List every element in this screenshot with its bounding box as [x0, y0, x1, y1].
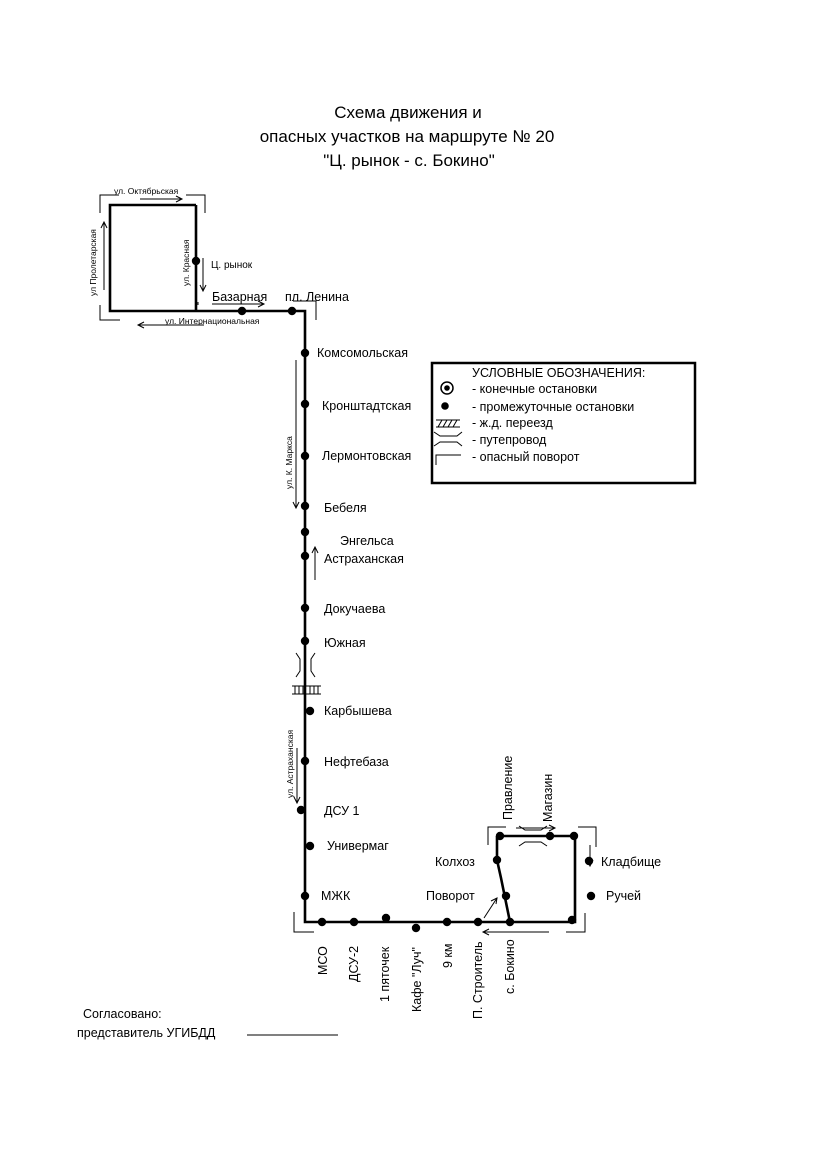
legend-frame: [430, 361, 697, 485]
dangerous-turn-icon: [99, 194, 119, 213]
stop-marker-pravlenie: [495, 831, 505, 841]
stop-label-mzhk: МЖК: [321, 889, 351, 903]
stop-label-karbysheva: Карбышева: [324, 704, 392, 718]
stop-label-p-stroitel: П. Строитель: [471, 942, 485, 1020]
street-label-astrakhanskaya: ул. Астраханская: [285, 730, 295, 798]
stop-label-neftebaza: Нефтебаза: [324, 755, 389, 769]
direction-arrows: [100, 195, 594, 936]
stop-marker-univermag: [305, 841, 315, 851]
intermediate-stop-icon: [441, 402, 449, 410]
stop-label-dsu2: ДСУ-2: [347, 946, 361, 982]
legend-label-railway: - ж.д. переезд: [472, 416, 553, 430]
stop-marker-bebelya: [300, 501, 310, 511]
dangerous-turn-icon: [578, 826, 597, 847]
dangerous-turns: [99, 194, 597, 933]
map-title-line-2: опасных участков на маршруте № 20: [260, 127, 555, 146]
stop-marker-ruchey: [586, 891, 596, 901]
stop-label-bebelya: Бебеля: [324, 501, 367, 515]
stop-marker-magazin-2: [569, 831, 579, 841]
stop-marker-lermontovskaya: [300, 451, 310, 461]
legend-label-terminal: - конечные остановки: [472, 382, 597, 396]
stop-marker-mso: [317, 917, 327, 927]
railway-crossing-icon: [436, 419, 460, 428]
dangerous-turn-icon: [99, 305, 120, 321]
stop-marker-s-bokino: [505, 917, 515, 927]
stop-label-astrakhanskaya: Астраханская: [324, 552, 404, 566]
stop-label-pravlenie: Правление: [501, 756, 515, 820]
dangerous-turn-icon: [487, 826, 506, 845]
stop-label-mso: МСО: [316, 946, 330, 975]
street-label-proletarskaya: ул Пролетарская: [88, 229, 98, 296]
stop-markers: [191, 256, 596, 933]
stop-label-komsomolskaya: Комсомольская: [317, 346, 408, 360]
stop-marker-bazarnaya: [237, 306, 247, 316]
map-title-line-3: "Ц. рынок - с. Бокино": [323, 151, 495, 170]
stop-marker-p-stroitel: [473, 917, 483, 927]
stop-marker-bokino-right: [567, 915, 577, 925]
legend-title: УСЛОВНЫЕ ОБОЗНАЧЕНИЯ:: [472, 366, 645, 380]
stop-marker-kafe-luch: [411, 923, 421, 933]
stop-label-magazin: Магазин: [541, 774, 555, 822]
stop-label-9km: 9 км: [441, 944, 455, 969]
stop-label-kladbishche: Кладбище: [601, 855, 661, 869]
stop-marker-neftebaza: [300, 756, 310, 766]
stop-label-povorot: Поворот: [426, 889, 475, 903]
terminal-stop-icon: [440, 381, 454, 395]
stop-label-dsu1: ДСУ 1: [324, 804, 359, 818]
overpass-icon: [295, 652, 316, 678]
stop-marker-komsomolskaya: [300, 348, 310, 358]
stop-label-kafe-luch: Кафе "Луч": [410, 947, 424, 1012]
stop-label-bazarnaya: Базарная: [212, 290, 267, 304]
stop-marker-kladbishche: [584, 856, 594, 866]
footer-representative: представитель УГИБДД: [77, 1026, 216, 1040]
footer-agreed: Согласовано:: [83, 1007, 162, 1021]
legend-label-overpass: - путепровод: [472, 433, 547, 447]
stop-marker-pyatochek: [381, 913, 391, 923]
stop-marker-kronshtadtskaya: [300, 399, 310, 409]
stop-label-dokuchaeva: Докучаева: [324, 602, 385, 616]
overpass-icon: [433, 431, 463, 447]
stop-marker-pl-lenina: [287, 306, 297, 316]
dangerous-turn-icon: [566, 913, 586, 933]
railway-crossing-icon: [292, 685, 321, 695]
stop-label-kronshtadtskaya: Кронштадтская: [322, 399, 411, 413]
stop-marker-magazin: [545, 831, 555, 841]
stop-marker-ts-rynok: [191, 256, 201, 266]
stop-marker-povorot: [501, 891, 511, 901]
stop-label-s-bokino: с. Бокино: [503, 939, 517, 994]
street-label-k-marksa: ул. К. Маркса: [284, 436, 294, 489]
street-label-oktyabrskaya: ул. Октябрьская: [114, 186, 179, 196]
stop-label-pl-lenina: пл. Ленина: [285, 290, 349, 304]
stop-marker-9km: [442, 917, 452, 927]
dangerous-turn-icon: [293, 300, 317, 320]
overpass-icon: [518, 825, 548, 847]
dangerous-turn-icon: [186, 194, 206, 213]
stop-marker-mzhk: [300, 891, 310, 901]
stop-marker-kolkhoz: [492, 855, 502, 865]
map-title-line-1: Схема движения и: [334, 103, 482, 122]
street-label-internatsionalnaya: ул. Интернациональная: [165, 316, 260, 326]
stop-label-lermontovskaya: Лермонтовская: [322, 449, 411, 463]
stop-marker-dsu2: [349, 917, 359, 927]
stop-label-ruchey: Ручей: [606, 889, 641, 903]
stop-marker-astrakhanskaya: [300, 551, 310, 561]
stop-label-pyatochek: 1 пяточек: [378, 946, 392, 1002]
stop-marker-engelsa: [300, 527, 310, 537]
stop-label-yuzhnaya: Южная: [324, 636, 366, 650]
stop-marker-karbysheva: [305, 706, 315, 716]
street-label-krasnaya: ул. Красная: [181, 239, 191, 286]
stop-marker-dokuchaeva: [300, 603, 310, 613]
legend-label-intermediate: - промежуточные остановки: [472, 400, 634, 414]
stop-marker-dsu1: [296, 805, 306, 815]
stop-label-ts-rynok: Ц. рынок: [211, 260, 253, 271]
stop-marker-yuzhnaya: [300, 636, 310, 646]
dangerous-turn-icon: [435, 454, 461, 465]
legend-label-dangerous-turn: - опасный поворот: [472, 450, 580, 464]
stop-label-univermag: Универмаг: [327, 839, 389, 853]
legend: УСЛОВНЫЕ ОБОЗНАЧЕНИЯ: - конечные останов…: [430, 361, 697, 485]
stop-label-kolkhoz: Колхоз: [435, 855, 475, 869]
stop-label-engelsa: Энгельса: [340, 534, 394, 548]
dangerous-turn-icon: [293, 912, 314, 933]
